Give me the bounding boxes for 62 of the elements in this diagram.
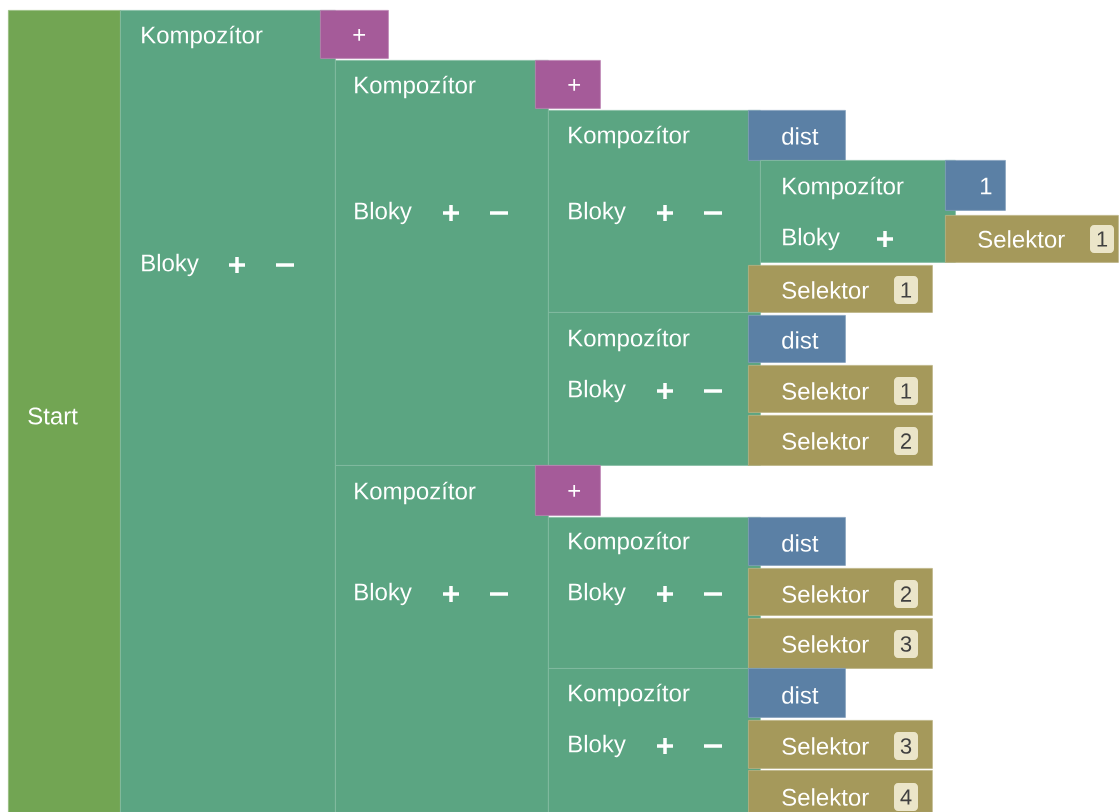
block-label: + [568,79,581,91]
composer-block [548,312,761,466]
block-label: Kompozítor [142,25,263,49]
block-label: Kompozítor [569,328,690,352]
block-label: Bloky [569,201,626,225]
block-label: Bloky [569,582,626,606]
number-badge: 2 [894,427,918,455]
block-label: + [568,485,581,497]
block-label: Kompozítor [355,75,476,99]
number-block [945,160,1006,211]
function-block [748,517,846,566]
selector-block [748,720,933,769]
function-block [748,668,846,718]
selector-block [748,265,933,313]
selector-block [748,618,933,669]
block-label: + [353,29,366,41]
operator-block [535,465,601,516]
function-block [748,315,846,363]
start-block [8,10,121,812]
block-label: Kompozítor [569,683,690,707]
selector-block [945,215,1119,263]
block-label: dist [782,331,819,349]
block-label: Selektor [782,585,869,603]
number-badge: 1 [894,276,918,304]
selector-block [748,568,933,616]
composer-block [548,668,761,812]
operator-block [320,10,389,59]
block-label: Selektor [782,382,869,400]
number-badge: 3 [894,732,918,760]
block-label: Kompozítor [569,531,690,555]
number-badge: 1 [1090,225,1114,253]
selector-block [748,365,933,413]
block-label: Bloky [569,379,626,403]
block-label: Start [28,407,78,425]
block-label: Selektor [782,281,869,299]
block-label: Selektor [782,737,869,755]
block-label: Bloky [142,253,199,277]
function-block [748,110,846,161]
block-label: Selektor [978,230,1065,248]
number-badge: 4 [894,783,918,811]
block-label: dist [782,686,819,704]
block-label: Kompozítor [569,125,690,149]
block-label: Selektor [782,635,869,653]
number-badge: 3 [894,630,918,658]
block-label: Selektor [782,432,869,450]
block-label: Bloky [355,201,412,225]
selector-block [748,415,933,466]
composer-block [548,517,761,669]
number-badge: 2 [894,580,918,608]
block-label: Selektor [782,788,869,806]
block-label: 1 [981,177,992,195]
number-badge: 1 [894,377,918,405]
block-label: dist [782,534,819,552]
selector-block [748,770,933,812]
block-label: Bloky [355,582,412,606]
block-label: Kompozítor [783,176,904,200]
block-label: Bloky [569,734,626,758]
block-label: dist [782,127,819,145]
block-label: Kompozítor [355,481,476,505]
block-label: Bloky [783,227,840,251]
composer-block [760,160,956,263]
operator-block [535,60,601,109]
